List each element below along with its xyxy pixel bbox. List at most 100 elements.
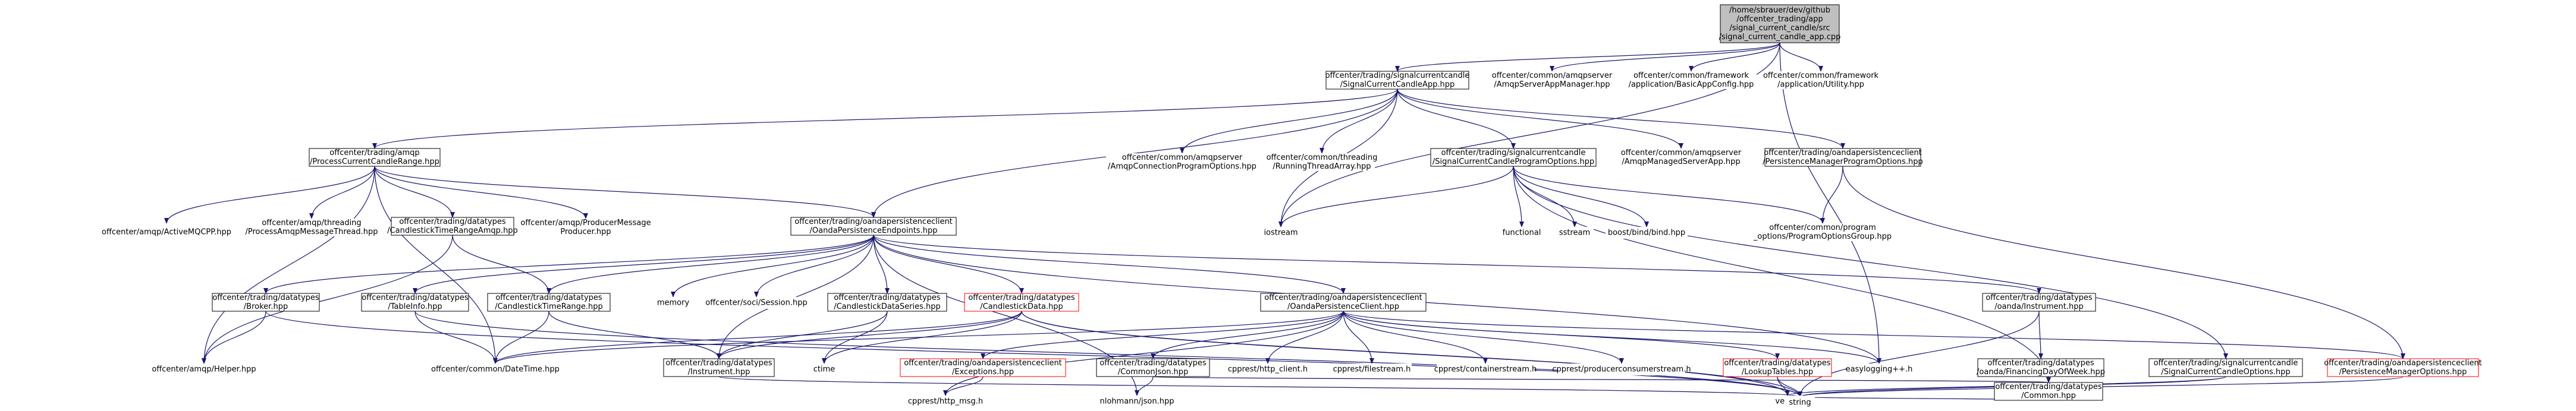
node-session[interactable]: offcenter/soci/Session.hpp — [705, 297, 808, 309]
node-financing[interactable]: offcenter/trading/datatypes/oanda/Financ… — [1977, 358, 2105, 377]
node-label-line: /application/BasicAppConfig.hpp — [1629, 80, 1754, 89]
edge-cdata-to-instrument — [717, 311, 1022, 359]
node-string[interactable]: string — [1785, 397, 1815, 409]
edge-sccprog-to-common — [1513, 166, 2051, 383]
node-label-line: offcenter/trading/datatypes — [1987, 359, 2094, 368]
node-pamt[interactable]: offcenter/amqp/threading/ProcessAmqpMess… — [245, 219, 378, 236]
node-label-line: /application/Utility.hpp — [1777, 80, 1864, 89]
node-label-line: offcenter/trading/datatypes — [495, 293, 602, 302]
node-pmprog[interactable]: offcenter/trading/oandapersistenceclient… — [1763, 148, 1923, 167]
node-label-line: offcenter/trading/datatypes — [665, 359, 772, 368]
node-iostream[interactable]: iostream — [1252, 227, 1309, 239]
node-box — [808, 363, 841, 375]
node-easylog[interactable]: easylogging++.h — [1846, 363, 1913, 375]
edge-sccapp-to-pmprog — [1397, 88, 1845, 149]
node-label-line: iostream — [1264, 229, 1298, 238]
node-ctrange[interactable]: offcenter/trading/datatypes/CandlestickT… — [487, 293, 611, 312]
node-box — [1626, 71, 1757, 89]
node-label-line: offcenter/trading/datatypes — [399, 217, 506, 226]
node-label-line: offcenter/trading/oandapersistenceclient — [904, 359, 1062, 368]
node-box — [1332, 363, 1412, 375]
node-box — [161, 363, 247, 375]
node-amqpmgr[interactable]: offcenter/common/amqpserver/AmqpServerAp… — [1490, 71, 1614, 89]
node-ctrangeamqp[interactable]: offcenter/trading/datatypes/CandlestickT… — [387, 217, 518, 236]
node-lookup[interactable]: offcenter/trading/datatypes/LookupTables… — [1723, 358, 1832, 377]
node-exceptions[interactable]: offcenter/trading/oandapersistenceclient… — [900, 358, 1066, 377]
node-label-line: offcenter/trading/oandapersistenceclient — [2324, 359, 2482, 368]
node-basicappcfg[interactable]: offcenter/common/framework/application/B… — [1626, 71, 1757, 89]
node-runthread[interactable]: offcenter/common/threading/RunningThread… — [1267, 153, 1378, 171]
node-label-line: offcenter/common/amqpserver — [1621, 148, 1742, 157]
node-sccprog[interactable]: offcenter/trading/signalcurrentcandle/Si… — [1430, 148, 1597, 167]
node-label-line: /SignalCurrentCandleApp.hpp — [1340, 80, 1455, 89]
node-utility[interactable]: offcenter/common/framework/application/U… — [1761, 71, 1880, 89]
node-datetime[interactable]: offcenter/common/DateTime.hpp — [431, 363, 560, 375]
node-common[interactable]: offcenter/trading/datatypes/Common.hpp — [1994, 382, 2103, 401]
edge-tableinfo-to-datetime — [414, 311, 498, 364]
node-pmopts[interactable]: offcenter/trading/oandapersistenceclient… — [2324, 358, 2482, 377]
node-pccr[interactable]: offcenter/trading/amqp/ProcessCurrentCan… — [309, 148, 441, 167]
edge-ope-to-opclient — [873, 235, 1346, 294]
edge-sccprog-to-progoptgroup — [1513, 166, 1825, 224]
node-helper[interactable]: offcenter/amqp/Helper.hpp — [152, 363, 256, 375]
node-amqpmanaged[interactable]: offcenter/common/amqpserver/AmqpManagedS… — [1615, 148, 1747, 166]
node-broker[interactable]: offcenter/trading/datatypes/Broker.hpp — [212, 293, 320, 312]
edge-ctrangeamqp-to-ctrange — [452, 235, 551, 294]
node-label-line: offcenter/trading/signalcurrentcandle — [1325, 71, 1470, 80]
node-prodcons[interactable]: cpprest/producerconsumerstream.h — [1552, 363, 1691, 375]
node-oinstrument[interactable]: offcenter/trading/datatypes/oanda/Instru… — [1982, 293, 2096, 312]
node-cdseries[interactable]: offcenter/trading/datatypes/CandlestickD… — [827, 293, 947, 312]
edge-ctrange-to-instrument — [548, 311, 721, 359]
node-httpclient[interactable]: cpprest/http_client.h — [1225, 363, 1311, 375]
node-box — [1761, 71, 1880, 89]
node-sstream[interactable]: sstream — [1556, 227, 1594, 239]
node-amqpconn[interactable]: offcenter/common/amqpserver/AmqpConnecti… — [1106, 153, 1258, 171]
node-sccapp[interactable]: offcenter/trading/signalcurrentcandle/Si… — [1325, 71, 1470, 90]
node-box — [1749, 223, 1896, 241]
node-box — [1606, 227, 1688, 239]
node-label-line: /oanda/Instrument.hpp — [1994, 302, 2084, 311]
node-label-line: /signal_current_candle/src — [1729, 24, 1830, 33]
node-sccopts[interactable]: offcenter/trading/signalcurrentcandle/Si… — [2148, 358, 2303, 377]
node-label-line: offcenter/common/threading — [1267, 153, 1378, 162]
node-ope[interactable]: offcenter/trading/oandapersistenceclient… — [790, 217, 957, 236]
node-label-line: cpprest/filestream.h — [1333, 365, 1411, 374]
node-commonjson[interactable]: offcenter/trading/datatypes/CommonJson.h… — [1096, 358, 1210, 377]
node-ctime[interactable]: ctime — [808, 363, 841, 375]
node-cdata[interactable]: offcenter/trading/datatypes/CandlestickD… — [964, 293, 1079, 312]
edge-ope-to-memory — [671, 235, 874, 298]
node-box — [1764, 148, 1921, 167]
node-opclient[interactable]: offcenter/trading/oandapersistenceclient… — [1260, 293, 1427, 312]
edge-pccr-to-activemq — [164, 166, 375, 224]
edge-ope-to-broker — [263, 235, 874, 294]
node-label-line: cpprest/http_client.h — [1228, 365, 1308, 374]
node-instrument[interactable]: offcenter/trading/datatypes/Instrument.h… — [663, 358, 775, 377]
node-label-line: /RunningThreadArray.hpp — [1273, 162, 1371, 171]
edge-sccapp-to-amqpconn — [1180, 88, 1398, 154]
node-label-line: Producer.hpp — [560, 227, 611, 236]
node-tableinfo[interactable]: offcenter/trading/datatypes/TableInfo.hp… — [361, 293, 469, 312]
edge-pccr-to-ope — [374, 166, 876, 218]
node-label-line: sstream — [1559, 229, 1590, 238]
edge-sccprog-to-sccopts — [1513, 166, 2228, 359]
node-box — [1269, 153, 1375, 171]
edge-exceptions-to-httpmsg — [943, 376, 984, 396]
node-boostbind[interactable]: boost/bind/bind.hpp — [1606, 227, 1688, 239]
edge-opclient-to-pmopts — [1343, 311, 2405, 359]
node-box — [1720, 4, 1840, 43]
edge-opclient-to-containerstream — [1343, 311, 1488, 364]
node-progoptgroup[interactable]: offcenter/common/program_options/Program… — [1749, 223, 1896, 241]
edge-pmprog-to-pmopts — [1842, 166, 2405, 359]
node-activemq[interactable]: offcenter/amqp/ActiveMQCPP.hpp — [102, 223, 231, 241]
node-box — [2327, 358, 2479, 377]
node-root[interactable]: /home/sbrauer/dev/github/offcenter_tradi… — [1719, 4, 1841, 43]
node-memory[interactable]: memory — [653, 297, 693, 309]
node-producer[interactable]: offcenter/amqp/ProducerMessageProducer.h… — [520, 219, 651, 236]
node-filestream[interactable]: cpprest/filestream.h — [1332, 363, 1412, 375]
node-nlohmann[interactable]: nlohmann/json.hpp — [1100, 396, 1174, 407]
edge-sccapp-to-amqpmanaged — [1397, 88, 1683, 149]
node-containerstream[interactable]: cpprest/containerstream.h — [1434, 363, 1537, 375]
node-httpmsg[interactable]: cpprest/http_msg.h — [908, 396, 983, 407]
node-label-line: /PersistenceManagerProgramOptions.hpp — [1763, 157, 1923, 166]
node-functional[interactable]: functional — [1499, 227, 1545, 239]
